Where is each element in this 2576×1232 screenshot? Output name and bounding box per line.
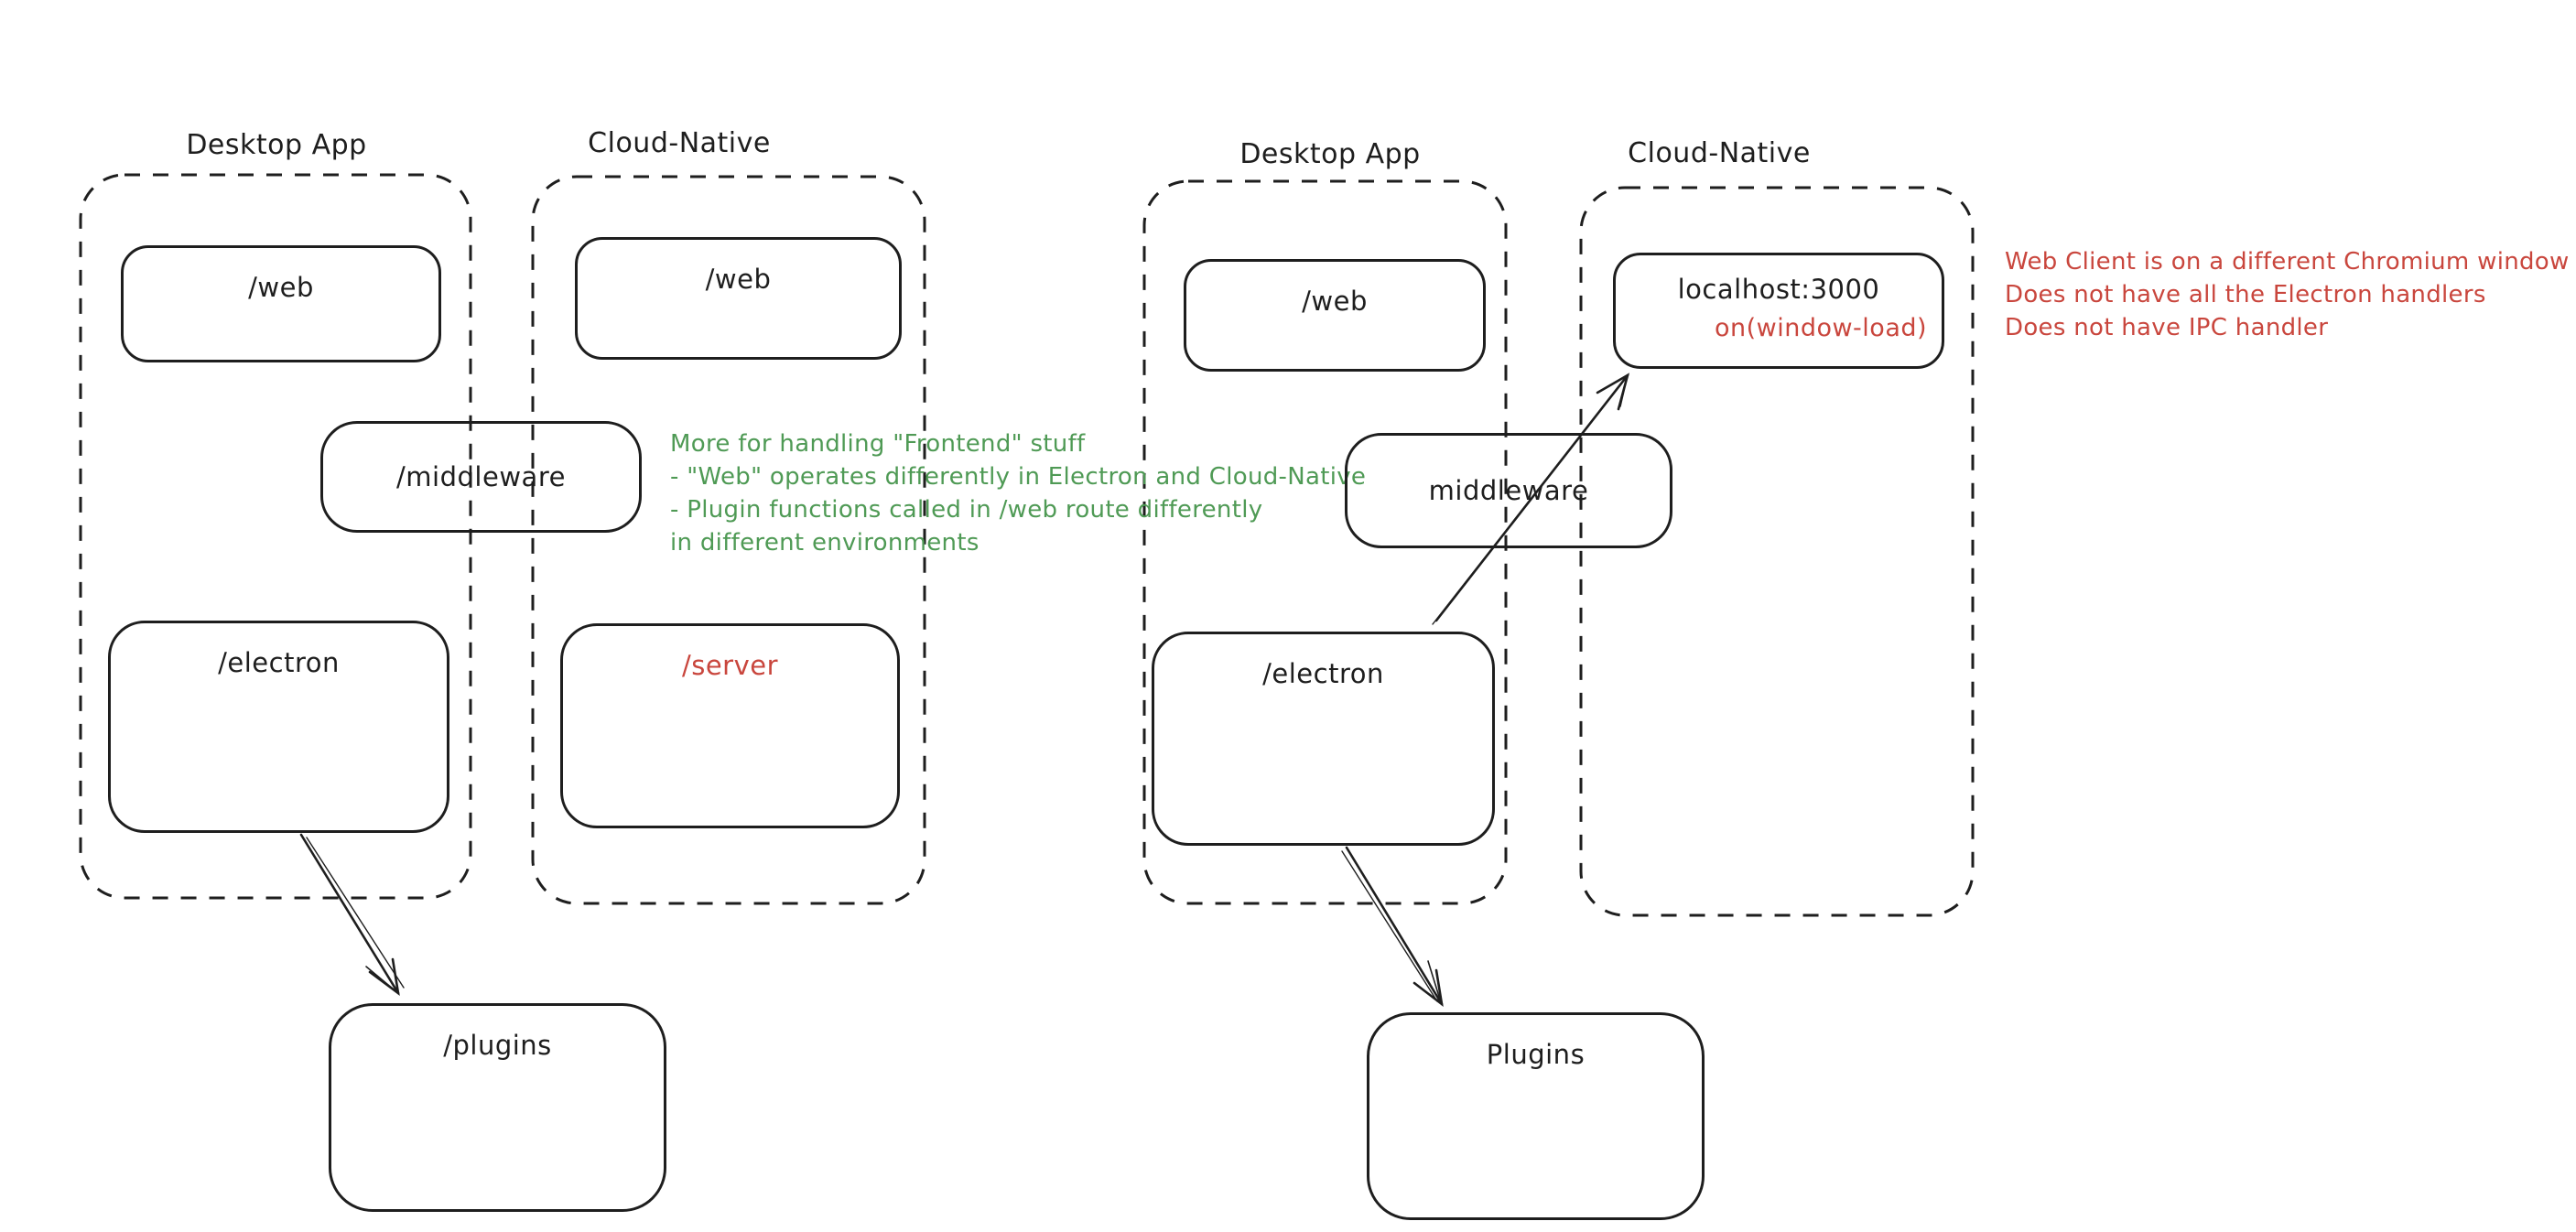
- right-electron-box[interactable]: /electron: [1152, 632, 1495, 846]
- right-localhost-box[interactable]: localhost:3000 on(window-load): [1613, 253, 1944, 369]
- right-electron-box-label: /electron: [1262, 658, 1384, 689]
- left-middleware-box-label: /middleware: [396, 461, 566, 492]
- green-annotation-line-1: More for handling "Frontend" stuff: [670, 430, 1086, 458]
- right-web-box[interactable]: /web: [1184, 259, 1486, 372]
- red-annotation-line-2: Does not have all the Electron handlers: [2005, 281, 2486, 308]
- left-green-annotation[interactable]: More for handling "Frontend" stuff - "We…: [670, 427, 1366, 559]
- right-red-annotation[interactable]: Web Client is on a different Chromium wi…: [2005, 245, 2570, 344]
- right-plugins-box[interactable]: Plugins: [1367, 1012, 1705, 1220]
- right-middleware-box-label: middleware: [1428, 475, 1589, 506]
- right-localhost-box-label: localhost:3000: [1677, 274, 1880, 305]
- right-desktop-app-label[interactable]: Desktop App: [1239, 138, 1421, 170]
- left-middleware-box[interactable]: /middleware: [320, 421, 642, 533]
- left-web-cloud-box-label: /web: [705, 264, 772, 295]
- left-server-box[interactable]: /server: [560, 623, 900, 828]
- left-plugins-box-label: /plugins: [443, 1030, 552, 1061]
- right-plugins-box-label: Plugins: [1486, 1039, 1586, 1070]
- left-electron-to-plugins-arrow[interactable]: [299, 833, 405, 996]
- green-annotation-line-4: in different environments: [670, 529, 980, 557]
- right-middleware-box[interactable]: middleware: [1345, 433, 1672, 548]
- left-web-desktop-box[interactable]: /web: [121, 245, 441, 362]
- left-web-desktop-box-label: /web: [248, 272, 314, 303]
- left-web-cloud-box[interactable]: /web: [575, 237, 902, 360]
- left-plugins-box[interactable]: /plugins: [329, 1003, 666, 1212]
- left-server-box-label: /server: [681, 650, 779, 681]
- red-annotation-line-1: Web Client is on a different Chromium wi…: [2005, 248, 2570, 276]
- right-localhost-event-label: on(window-load): [1714, 314, 1928, 342]
- right-web-box-label: /web: [1302, 286, 1368, 317]
- green-annotation-line-2: - "Web" operates differently in Electron…: [670, 463, 1367, 491]
- left-cloud-native-label[interactable]: Cloud-Native: [588, 127, 771, 159]
- right-electron-to-plugins-arrow[interactable]: [1341, 846, 1444, 1008]
- left-desktop-app-label[interactable]: Desktop App: [186, 129, 367, 161]
- right-cloud-native-label[interactable]: Cloud-Native: [1628, 137, 1811, 169]
- green-annotation-line-3: - Plugin functions called in /web route …: [670, 496, 1263, 524]
- red-annotation-line-3: Does not have IPC handler: [2005, 314, 2329, 341]
- left-electron-box-label: /electron: [218, 647, 340, 678]
- left-electron-box[interactable]: /electron: [108, 621, 449, 833]
